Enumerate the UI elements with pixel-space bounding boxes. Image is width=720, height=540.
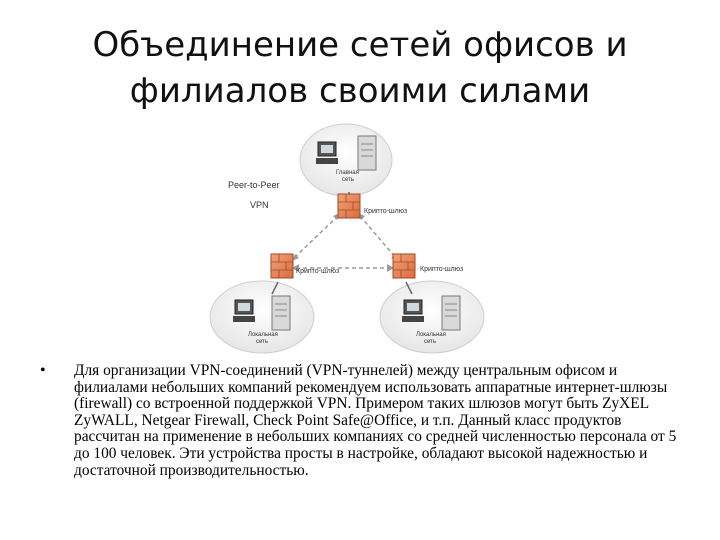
body-paragraph: Для организации VPN-соединений (VPN-тунн… [74,362,677,479]
slide-title-line-1: Объединение сетей офисов и [92,25,628,65]
bullet-symbol: • [40,362,46,379]
arrowhead-icon [292,264,299,272]
arrowhead-icon [387,264,394,272]
bullet-item: • Для организации VPN-соединений (VPN-ту… [40,362,680,479]
top-firewall-icon [337,193,361,219]
left-network-label-2: сеть [256,339,268,345]
right-firewall-icon [392,253,416,279]
left-server-icon [271,295,291,331]
label-peer-to-peer: Peer-to-Peer [228,180,280,190]
top-workstation-icon [316,141,338,164]
arrowhead-icon [292,254,299,261]
right-workstation-icon [402,299,424,322]
right-network-label-2: сеть [424,339,436,345]
top-server-icon [357,135,377,171]
tunnel-arrow-top-left [293,215,339,259]
top-network-label-1: Главная [336,170,359,176]
left-network-label-1: Локальная [248,332,278,338]
left-link [271,281,279,295]
label-vpn: VPN [250,200,269,210]
right-gateway-label: Крипто-шлюз [420,266,463,273]
right-network-label-1: Локальная [416,332,446,338]
vpn-network-diagram: Peer-to-Peer VPN Главная сеть Крипто-шлю… [209,123,485,354]
left-firewall-icon [270,253,294,279]
top-network-label-2: сеть [342,177,354,183]
slide-title-line-2: филиалов своими силами [129,71,591,111]
slide-title: Объединение сетей офисов и филиалов свои… [60,22,660,114]
tunnel-arrow-top-right [359,215,397,259]
right-link [405,281,413,295]
top-network-bubble [299,123,393,197]
left-gateway-label: Крипто-шлюз [296,268,339,275]
top-gateway-label: Крипто-шлюз [364,208,407,215]
right-server-icon [441,295,461,331]
left-workstation-icon [233,299,255,322]
